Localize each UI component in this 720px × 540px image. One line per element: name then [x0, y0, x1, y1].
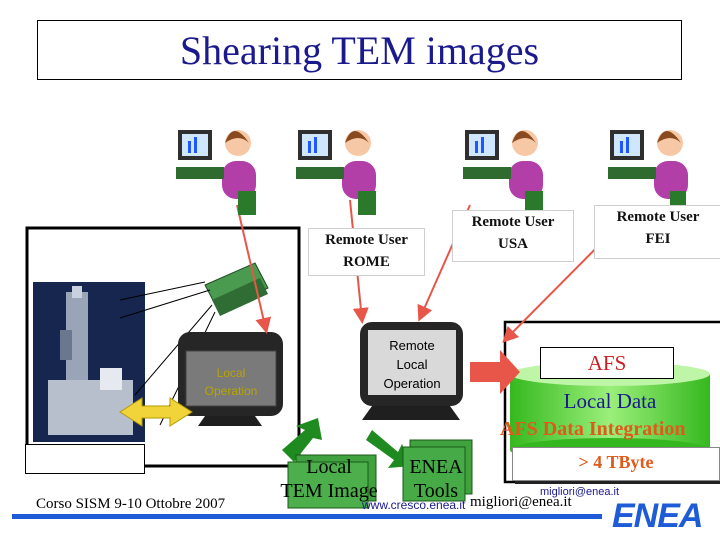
afs-capacity: > 4 TByte	[578, 452, 654, 472]
rome-line-1: Remote User	[325, 232, 408, 248]
remote-monitor	[360, 322, 463, 420]
enea-logo: ENEA	[612, 497, 703, 535]
afs-label: AFS	[540, 347, 674, 379]
page-title: Shearing TEM images	[179, 27, 540, 73]
local-tem-image-label: Local TEM Image	[270, 455, 388, 503]
local-operation-label: Local Operation	[186, 364, 276, 400]
transfer-arrow	[470, 350, 520, 394]
enea-tools-docs	[402, 439, 473, 502]
afs-data-integration: AFS Data Integration	[500, 418, 686, 440]
remote-op-line-3: Operation	[383, 376, 441, 391]
afs-capacity-box: > 4 TByte	[512, 447, 720, 481]
remote-op-line-2: Local	[396, 357, 428, 372]
footer-url[interactable]: www.cresco.enea.it	[362, 498, 466, 512]
user-icon-rome	[176, 130, 256, 215]
control-arrow	[119, 397, 193, 427]
rome-line-2: ROME	[343, 254, 390, 270]
tools-arrow	[366, 430, 412, 468]
footer-email-small: migliori@enea.it	[540, 486, 620, 498]
user-icon-fei	[608, 130, 688, 215]
usa-line-2: USA	[497, 236, 528, 252]
tem-image-docs	[287, 454, 377, 509]
title-box: Shearing TEM images	[37, 20, 682, 80]
afs-frame	[503, 320, 720, 484]
local-monitor	[178, 332, 283, 426]
footer-bar	[12, 514, 602, 519]
user-icon-usa	[463, 130, 543, 215]
label-remote-user-fei: Remote User FEI	[594, 205, 720, 259]
usa-line-1: Remote User	[471, 214, 555, 230]
enea-tools-line-2: Tools	[413, 480, 459, 502]
tem-line-2: TEM Image	[280, 480, 378, 502]
label-remote-user-rome: Remote User ROME	[308, 228, 425, 276]
camera-detector	[204, 262, 269, 316]
user-icon-center	[296, 130, 376, 215]
enea-tools-line-1: ENEA	[409, 456, 463, 478]
fei-line-1: Remote User	[616, 209, 700, 225]
remote-local-operation-label: Remote Local Operation	[368, 336, 456, 393]
local-lab-frame	[25, 226, 301, 468]
lab-caption-box	[25, 444, 145, 474]
microscope-image	[33, 282, 145, 442]
tem-image-arrow	[282, 418, 322, 462]
tem-line-1: Local	[306, 456, 352, 478]
local-op-line-2: Operation	[204, 384, 258, 398]
fei-line-2: FEI	[645, 231, 671, 247]
local-op-line-1: Local	[216, 366, 246, 380]
label-remote-user-usa: Remote User USA	[452, 210, 574, 262]
remote-op-line-1: Remote	[389, 338, 435, 353]
afs-local-data: Local Data	[563, 389, 657, 413]
enea-tools-label: ENEA Tools	[400, 455, 472, 503]
footer-course: Corso SISM 9-10 Ottobre 2007	[36, 496, 226, 512]
footer-email[interactable]: migliori@enea.it	[470, 494, 572, 510]
